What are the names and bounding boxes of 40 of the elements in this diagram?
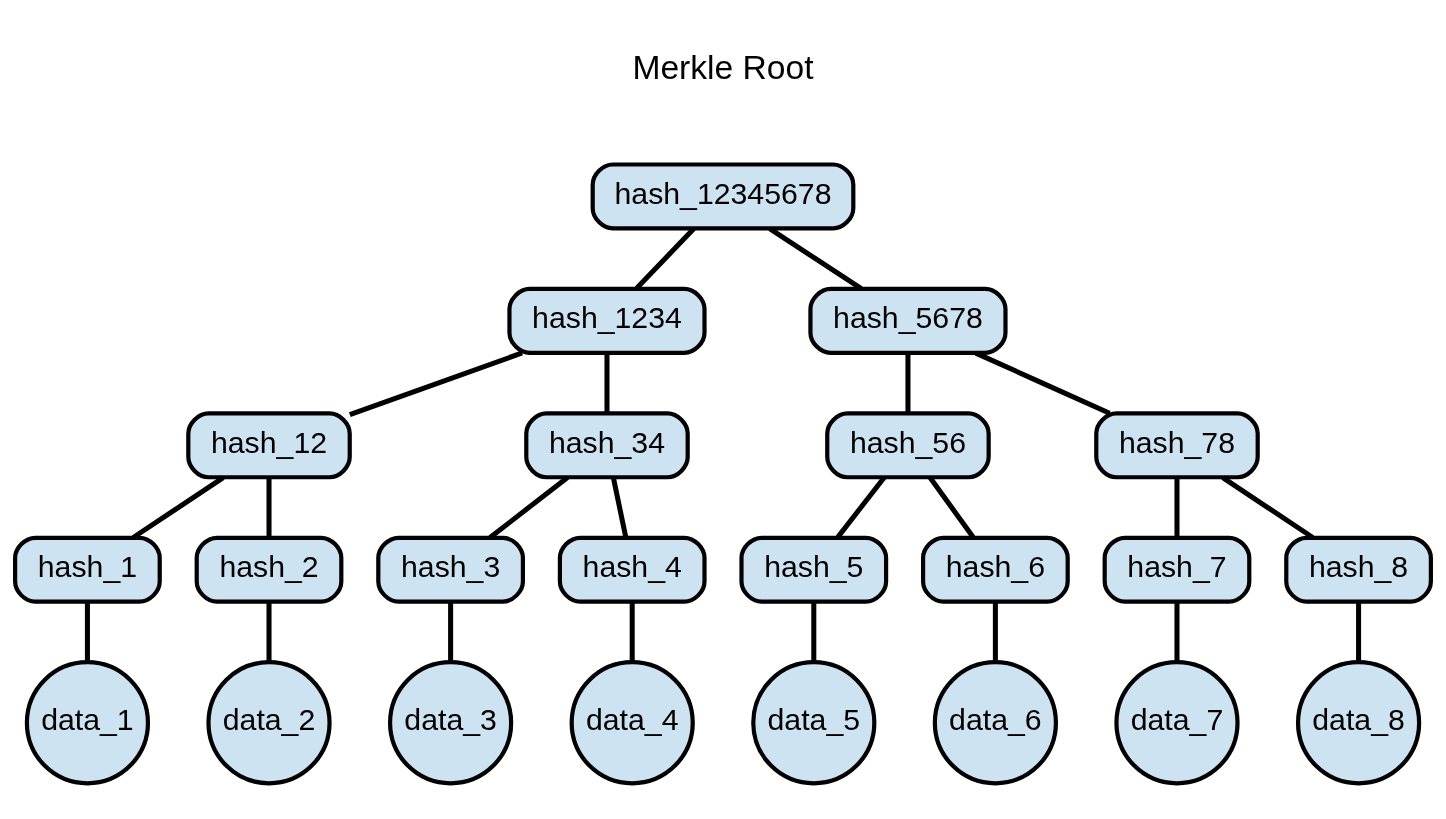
connector [610, 476, 629, 538]
node-box: hash_2 [194, 535, 344, 604]
node-circle: data_1 [24, 659, 151, 785]
connector [811, 601, 817, 662]
node-box: hash_1 [13, 535, 162, 604]
node-box: hash_12345678 [590, 161, 856, 230]
connector [905, 352, 911, 413]
node-box: hash_34 [524, 410, 690, 479]
node-box: hash_4 [557, 535, 707, 604]
node-circle: data_4 [569, 659, 695, 785]
node-box: hash_8 [1284, 535, 1433, 604]
node-circle: data_6 [932, 659, 1058, 785]
connector [448, 601, 454, 662]
connector [348, 350, 523, 417]
connector [974, 350, 1111, 416]
connector [1174, 601, 1180, 662]
node-circle: data_2 [206, 659, 332, 785]
connector [604, 352, 610, 413]
node-box: hash_6 [921, 535, 1070, 604]
connector [1174, 477, 1180, 537]
connector [992, 601, 998, 662]
connector [84, 601, 90, 662]
node-circle: data_7 [1114, 659, 1240, 785]
node-label: Merkle Root [632, 48, 814, 86]
node-box: hash_56 [825, 410, 991, 479]
node-box: hash_5 [739, 535, 889, 604]
node-box: hash_5678 [808, 286, 1008, 355]
node-circle: data_8 [1295, 659, 1422, 785]
node-box: hash_1234 [507, 286, 707, 355]
connector [1356, 601, 1362, 662]
node-box: hash_12 [186, 410, 352, 479]
node-circle: data_3 [387, 659, 514, 785]
node-circle: data_5 [751, 659, 877, 785]
connector [629, 601, 635, 662]
connector [488, 475, 570, 539]
node-box: hash_78 [1094, 410, 1260, 479]
connector [266, 601, 272, 662]
node-box: hash_3 [376, 535, 525, 604]
connector [266, 477, 272, 537]
node-box: hash_7 [1102, 535, 1252, 604]
